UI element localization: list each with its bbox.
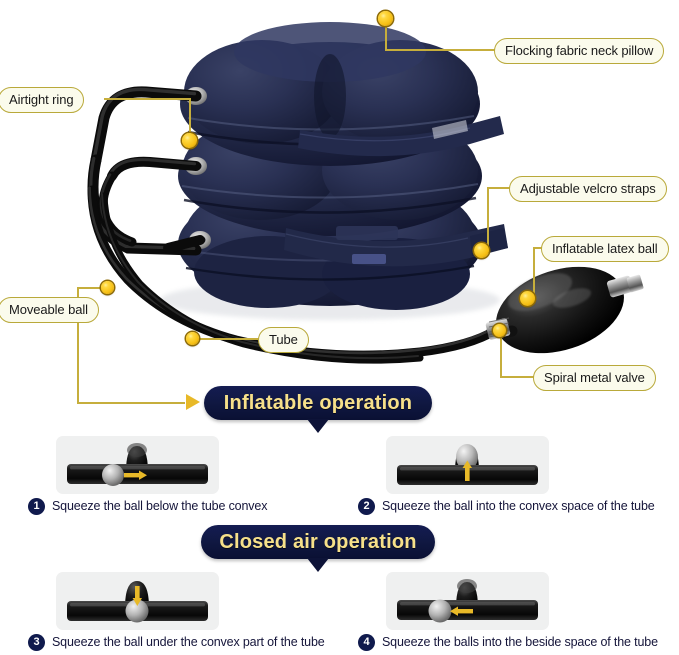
product-illustration: [87, 22, 644, 364]
step-description: Squeeze the ball into the convex space o…: [382, 499, 655, 514]
leader-velcro-vertical: [487, 188, 489, 252]
callout-inflatable-latex-ball: Inflatable latex ball: [541, 236, 669, 262]
arrow-up-icon: [462, 460, 472, 481]
leader-flocking-vertical: [385, 25, 387, 50]
step-description: Squeeze the ball below the tube convex: [52, 499, 268, 514]
step-description: Squeeze the ball under the convex part o…: [52, 635, 325, 650]
callout-label: Inflatable latex ball: [552, 241, 658, 256]
step-panel-1: [56, 436, 219, 494]
leader-velcro-horizontal: [487, 187, 511, 189]
step-number-badge: 4: [358, 634, 375, 651]
arrow-left-icon: [450, 606, 473, 616]
leader-moveable-to-banner: [77, 402, 185, 404]
leader-valve-vertical: [500, 337, 502, 377]
leader-latexball-horizontal: [533, 247, 543, 249]
product-photo: [87, 22, 644, 364]
callout-moveable-ball: Moveable ball: [0, 297, 99, 323]
callout-label: Tube: [269, 332, 298, 347]
leader-latexball-vertical: [533, 248, 535, 300]
marker-dot-latex-ball: [520, 291, 535, 306]
banner-tail: [307, 558, 329, 572]
step-panel-3: [56, 572, 219, 630]
marker-dot-tube: [186, 332, 199, 345]
leader-moveable-vertical-up: [77, 287, 79, 301]
banner-inflatable-operation: Inflatable operation: [204, 386, 432, 433]
leader-moveable-horizontal: [77, 287, 111, 289]
callout-flocking-fabric-neck-pillow: Flocking fabric neck pillow: [494, 38, 665, 64]
banner-closed-air-operation: Closed air operation: [201, 525, 435, 572]
marker-dot-airtight-ring: [182, 133, 197, 148]
leader-tube-horizontal: [198, 338, 259, 340]
banner-label: Inflatable operation: [223, 392, 413, 414]
leader-airtight-vertical: [189, 98, 191, 140]
arrow-right-icon: [124, 470, 147, 480]
step-1-illustration: [67, 443, 208, 486]
step-row-3: 3 Squeeze the ball under the convex part…: [28, 634, 325, 651]
step-panel-4: [386, 572, 549, 630]
step-4-illustration: [397, 579, 538, 623]
step-2-illustration: [397, 444, 538, 485]
callout-label: Flocking fabric neck pillow: [505, 43, 654, 58]
banner-arrow-inflatable: [186, 394, 200, 410]
marker-dot-moveable-ball: [101, 281, 114, 294]
callout-label: Adjustable velcro straps: [520, 181, 656, 196]
feed-tube: [87, 185, 501, 364]
callout-tube: Tube: [258, 327, 309, 353]
arrow-down-icon: [132, 586, 142, 606]
marker-dot-velcro-straps: [474, 243, 489, 258]
step-row-2: 2 Squeeze the ball into the convex space…: [358, 498, 655, 515]
step-3-illustration: [67, 581, 208, 623]
step-number-badge: 1: [28, 498, 45, 515]
velcro-strap-upper: [298, 116, 504, 157]
air-release-valve: [606, 274, 644, 298]
callout-label: Spiral metal valve: [544, 370, 645, 385]
step-description: Squeeze the balls into the beside space …: [382, 635, 658, 650]
marker-dot-spiral-valve: [493, 324, 506, 337]
pillow-ring-top: [180, 22, 480, 166]
leader-airtight-horizontal: [104, 98, 191, 100]
leader-flocking-horizontal: [385, 49, 496, 51]
banner-tail: [307, 419, 329, 433]
leader-valve-horizontal: [500, 376, 535, 378]
step-number-badge: 2: [358, 498, 375, 515]
marker-dot-flocking-fabric: [378, 11, 393, 26]
leader-moveable-vertical-down: [77, 320, 79, 403]
inflatable-latex-ball-pump: [485, 266, 644, 354]
callout-airtight-ring: Airtight ring: [0, 87, 85, 113]
banner-label: Closed air operation: [219, 531, 417, 553]
step-row-1: 1 Squeeze the ball below the tube convex: [28, 498, 267, 515]
callout-label: Airtight ring: [9, 92, 74, 107]
step-number-badge: 3: [28, 634, 45, 651]
step-row-4: 4 Squeeze the balls into the beside spac…: [358, 634, 658, 651]
step-panel-2: [386, 436, 549, 494]
callout-spiral-metal-valve: Spiral metal valve: [533, 365, 656, 391]
callout-label: Moveable ball: [9, 302, 88, 317]
callout-adjustable-velcro-straps: Adjustable velcro straps: [509, 176, 667, 202]
